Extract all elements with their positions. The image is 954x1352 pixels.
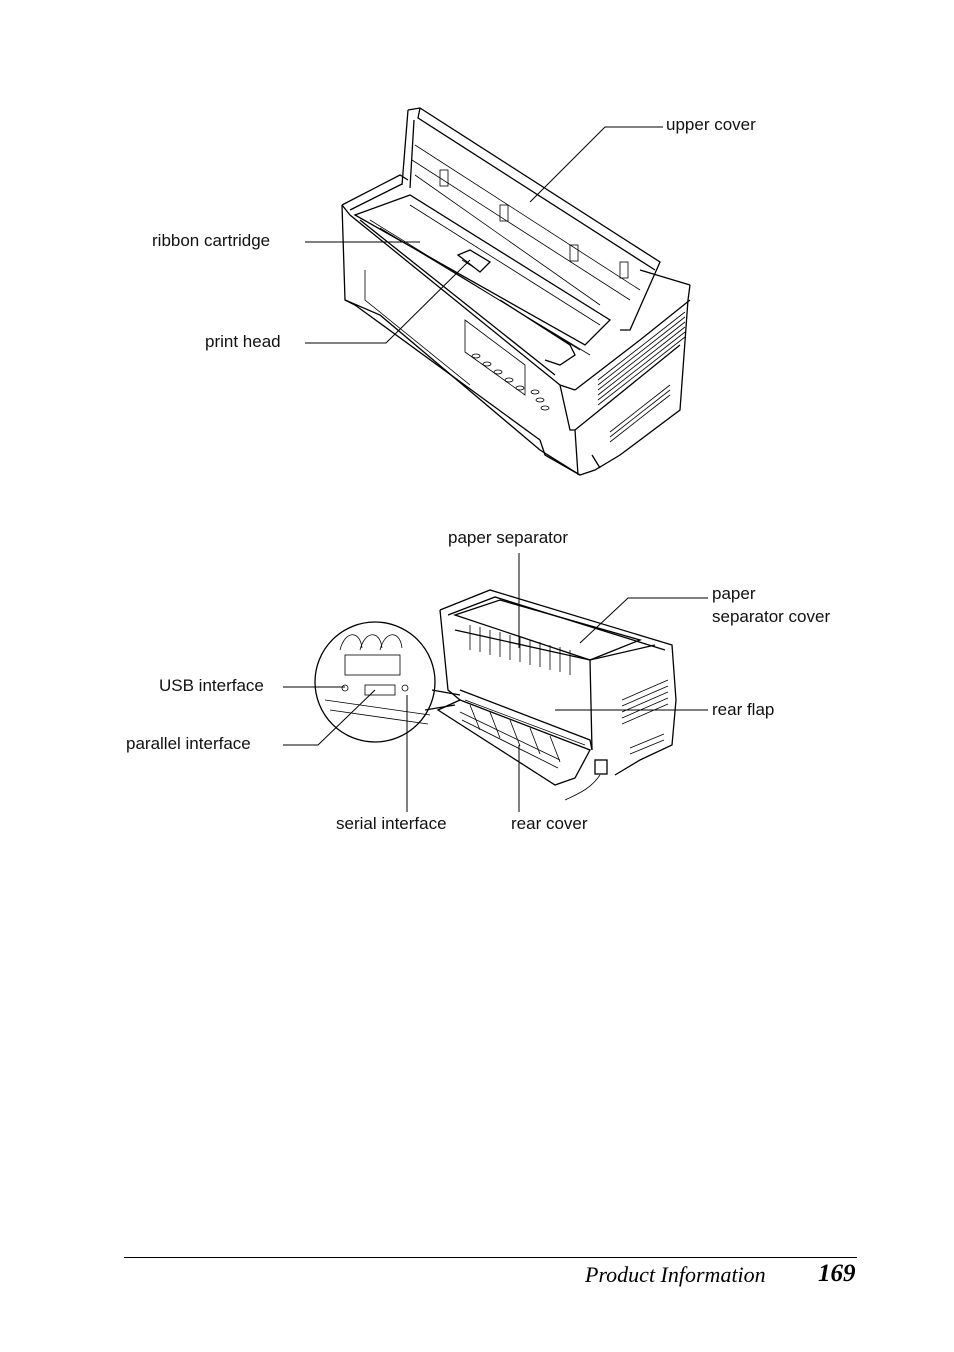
label-paper-separator-cover-line2: separator cover [712,607,831,626]
label-print-head: print head [205,332,281,351]
footer-rule [124,1257,857,1258]
label-usb-interface: USB interface [159,676,264,695]
label-parallel-interface: parallel interface [126,734,251,753]
label-rear-flap: rear flap [712,700,775,719]
label-paper-separator: paper separator [448,528,569,547]
label-serial-interface: serial interface [336,814,447,833]
printer-rear-illustration [283,553,708,812]
label-paper-separator-cover-line1: paper [712,584,756,603]
footer-section-title: Product Information [585,1262,766,1287]
label-ribbon-cartridge: ribbon cartridge [152,231,271,250]
printer-front-illustration [305,107,691,476]
footer-page-number: 169 [818,1260,856,1287]
label-rear-cover: rear cover [511,814,588,833]
label-upper-cover: upper cover [666,115,756,134]
